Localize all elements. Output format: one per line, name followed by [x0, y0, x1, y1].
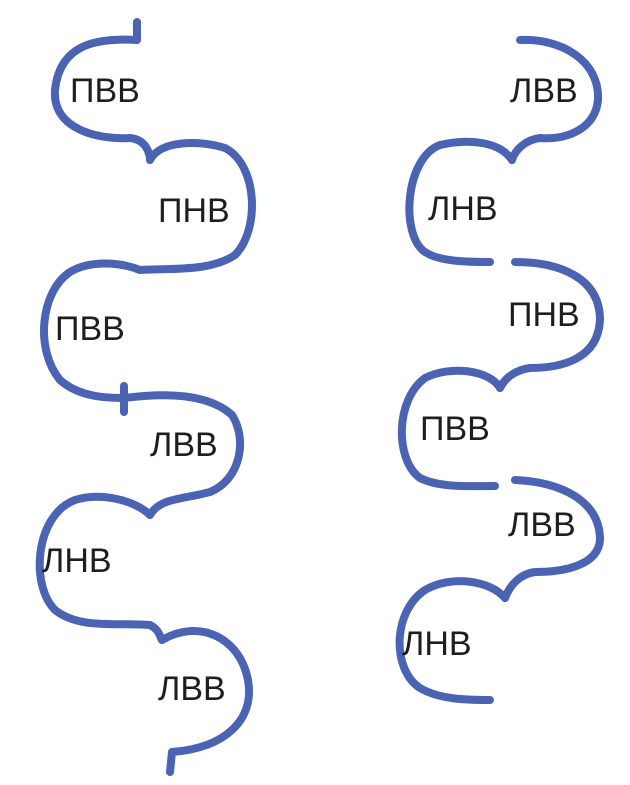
left-label-2: ПНВ [158, 192, 230, 230]
right-arc-4 [397, 366, 504, 491]
right-arc-3 [496, 258, 604, 392]
right-label-6: ЛНВ [402, 625, 472, 663]
left-arc-5 [35, 492, 166, 644]
right-arc-5 [501, 476, 604, 602]
right-wave [395, 35, 604, 704]
left-label-5: ЛНВ [42, 542, 112, 580]
right-label-3: ПНВ [508, 296, 580, 334]
right-label-1: ЛВВ [510, 72, 578, 110]
left-wave [35, 18, 256, 776]
right-label-2: ЛНВ [428, 190, 498, 228]
left-arc-2 [136, 139, 256, 274]
left-label-1: ПВВ [70, 72, 140, 110]
left-arc-6 [158, 627, 253, 776]
right-label-4: ПВВ [420, 410, 490, 448]
right-arc-2 [405, 137, 516, 266]
right-label-5: ЛВВ [508, 506, 576, 544]
left-label-4: ЛВВ [150, 426, 218, 464]
right-labels: ЛВВ ЛНВ ПНВ ПВВ ЛВВ ЛНВ [402, 72, 580, 663]
right-arc-1 [508, 35, 603, 164]
left-labels: ПВВ ПНВ ПВВ ЛВВ ЛНВ ЛВВ [42, 72, 230, 708]
left-label-3: ПВВ [55, 310, 125, 348]
left-arc-1 [50, 18, 154, 164]
left-label-6: ЛВВ [158, 670, 226, 708]
right-arc-6 [395, 577, 509, 704]
left-arc-4 [120, 391, 245, 519]
